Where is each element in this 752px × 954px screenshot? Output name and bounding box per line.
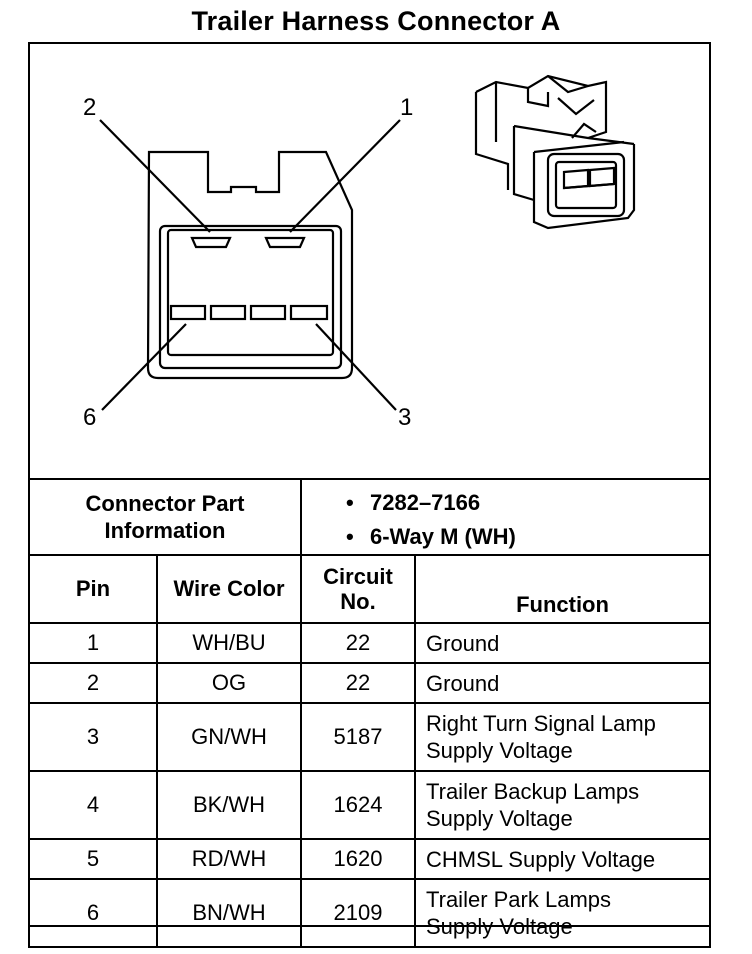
- terminal-pin-2: [190, 236, 232, 249]
- leader-pin-1: [289, 119, 401, 233]
- circuit-cell: 2109: [300, 878, 416, 948]
- terminal-pin-1: [264, 236, 306, 249]
- page-title: Trailer Harness Connector A: [191, 6, 561, 36]
- connector-3d-illustration: [474, 74, 636, 230]
- header-wire-color: Wire Color: [156, 554, 302, 624]
- table-row: 3 GN/WH 5187 Right Turn Signal Lamp Supp…: [28, 702, 711, 772]
- pin-callout-3: 3: [398, 404, 412, 431]
- header-function: Function: [414, 554, 711, 624]
- connector-face-drawing: [99, 74, 636, 411]
- function-line1: Ground: [426, 630, 500, 656]
- pin-cell: 3: [28, 702, 158, 772]
- wire-color-cell: GN/WH: [156, 702, 302, 772]
- pin-callout-1: 1: [400, 94, 414, 121]
- pin-callout-2: 2: [83, 94, 97, 121]
- function-cell: Trailer Backup Lamps Supply Voltage: [414, 770, 711, 840]
- header-circuit-no: Circuit No.: [300, 554, 416, 624]
- part-number: 7282–7166: [370, 490, 481, 515]
- connector-inner-frame: [158, 224, 343, 370]
- connector-table: Connector Part Information • 7282–7166 • 6…: [28, 478, 711, 948]
- table-row: 6 BN/WH 2109 Trailer Park Lamps Supply V…: [28, 878, 711, 948]
- function-line2: Supply Voltage: [426, 738, 573, 763]
- bullet-icon: •: [346, 524, 354, 549]
- table-row: 2 OG 22 Ground: [28, 662, 711, 704]
- circuit-cell: 22: [300, 662, 416, 704]
- circuit-cell: 5187: [300, 702, 416, 772]
- circuit-cell: 22: [300, 622, 416, 664]
- function-cell: Ground: [414, 662, 711, 704]
- circuit-cell: 1620: [300, 838, 416, 880]
- connector-part-items: • 7282–7166 • 6-Way M (WH): [300, 478, 711, 556]
- pin-callout-6: 6: [83, 404, 97, 431]
- wire-color-cell: RD/WH: [156, 838, 302, 880]
- table-header-row: Pin Wire Color Circuit No. Function: [28, 554, 711, 624]
- wire-color-cell: BN/WH: [156, 878, 302, 948]
- function-cell: Trailer Park Lamps Supply Voltage: [414, 878, 711, 948]
- function-line1: Trailer Park Lamps: [426, 887, 612, 912]
- function-line2: Supply Voltage: [426, 914, 573, 939]
- bullet-icon: •: [346, 490, 354, 515]
- terminal-slot-3: [289, 304, 329, 321]
- pin-cell: 4: [28, 770, 158, 840]
- connector-face-outline: [146, 150, 354, 380]
- function-cell: Ground: [414, 622, 711, 664]
- leader-pin-6: [101, 323, 187, 411]
- header-pin: Pin: [28, 554, 158, 624]
- function-line1: Trailer Backup Lamps: [426, 779, 640, 804]
- pin-cell: 1: [28, 622, 158, 664]
- table-row: 4 BK/WH 1624 Trailer Backup Lamps Supply…: [28, 770, 711, 840]
- part-number-item: • 7282–7166: [346, 486, 709, 520]
- connector-part-label-line2: Information: [104, 518, 226, 543]
- wire-color-cell: BK/WH: [156, 770, 302, 840]
- connector-diagram: 2 1 6 3: [28, 42, 711, 480]
- part-type-item: • 6-Way M (WH): [346, 520, 709, 554]
- connector-part-row: Connector Part Information • 7282–7166 • 6…: [28, 478, 711, 556]
- terminal-slot-6: [169, 304, 207, 321]
- function-line1: Right Turn Signal Lamp: [426, 711, 656, 736]
- terminal-slot-5: [209, 304, 247, 321]
- function-cell: Right Turn Signal Lamp Supply Voltage: [414, 702, 711, 772]
- leader-pin-2: [99, 119, 211, 233]
- pin-cell: 2: [28, 662, 158, 704]
- wire-color-cell: WH/BU: [156, 622, 302, 664]
- table-row: 1 WH/BU 22 Ground: [28, 622, 711, 664]
- header-circuit-line1: Circuit: [323, 564, 393, 589]
- circuit-cell: 1624: [300, 770, 416, 840]
- pin-cell: 5: [28, 838, 158, 880]
- connector-part-label-line1: Connector Part: [85, 491, 245, 516]
- function-cell: CHMSL Supply Voltage: [414, 838, 711, 880]
- wire-color-cell: OG: [156, 662, 302, 704]
- function-line1: Ground: [426, 670, 500, 696]
- table-row: 5 RD/WH 1620 CHMSL Supply Voltage: [28, 838, 711, 880]
- header-circuit-line2: No.: [340, 589, 376, 614]
- part-type: 6-Way M (WH): [370, 524, 516, 549]
- function-line2: Supply Voltage: [426, 806, 573, 831]
- terminal-slot-4: [249, 304, 287, 321]
- leader-pin-3: [315, 323, 397, 411]
- function-line1: CHMSL Supply Voltage: [426, 846, 656, 872]
- pin-cell: 6: [28, 878, 158, 948]
- connector-part-label: Connector Part Information: [28, 478, 302, 556]
